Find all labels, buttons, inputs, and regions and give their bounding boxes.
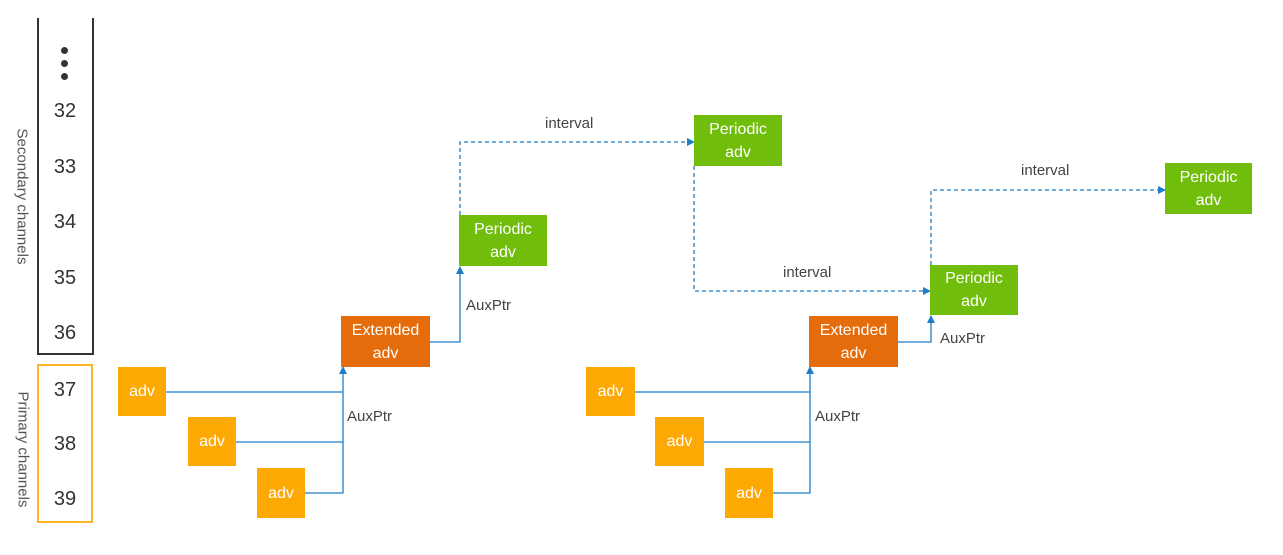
left-adv-ch38: adv [188, 417, 236, 466]
secondary-channels-title: Secondary channels [13, 128, 31, 265]
left-extended-adv: Extended adv [341, 316, 430, 367]
left-interval-line [459, 138, 695, 215]
channel-38: 38 [53, 433, 77, 455]
left-auxptr-secondary-line [430, 266, 464, 343]
channel-35: 35 [53, 267, 77, 289]
right-auxptr-secondary-line [898, 315, 935, 343]
left-periodic-adv-1: Periodic adv [459, 215, 547, 266]
channel-36: 36 [53, 322, 77, 344]
right-periodic-adv-1: Periodic adv [930, 265, 1018, 315]
right-interval-lower-label: interval [783, 264, 832, 281]
right-extended-adv: Extended adv [809, 316, 898, 367]
channel-34: 34 [53, 211, 77, 233]
right-auxptr-secondary-label: AuxPtr [940, 330, 986, 347]
left-interval-label: interval [545, 115, 594, 132]
left-adv-ch39: adv [257, 468, 305, 518]
secondary-bracket [37, 18, 94, 355]
primary-bracket [37, 364, 93, 523]
left-auxptr-primary-lines [166, 366, 347, 494]
left-auxptr-primary-label: AuxPtr [347, 408, 393, 425]
right-interval-upper-label: interval [1021, 162, 1070, 179]
channel-37: 37 [53, 379, 77, 401]
more-channels-indicator [61, 47, 68, 80]
right-auxptr-primary-lines [635, 366, 814, 494]
left-adv-ch37: adv [118, 367, 166, 416]
left-auxptr-secondary-label: AuxPtr [466, 297, 512, 314]
left-periodic-adv-2: Periodic adv [694, 115, 782, 166]
right-periodic-adv-2: Periodic adv [1165, 163, 1252, 214]
channel-33: 33 [53, 156, 77, 178]
primary-channels-title: Primary channels [14, 391, 32, 508]
right-interval-lower-line [693, 166, 931, 295]
channel-32: 32 [53, 100, 77, 122]
right-adv-ch39: adv [725, 468, 773, 518]
right-adv-ch37: adv [586, 367, 635, 416]
right-interval-upper-line [930, 186, 1166, 265]
right-adv-ch38: adv [655, 417, 704, 466]
right-auxptr-primary-label: AuxPtr [815, 408, 861, 425]
channel-39: 39 [53, 488, 77, 510]
